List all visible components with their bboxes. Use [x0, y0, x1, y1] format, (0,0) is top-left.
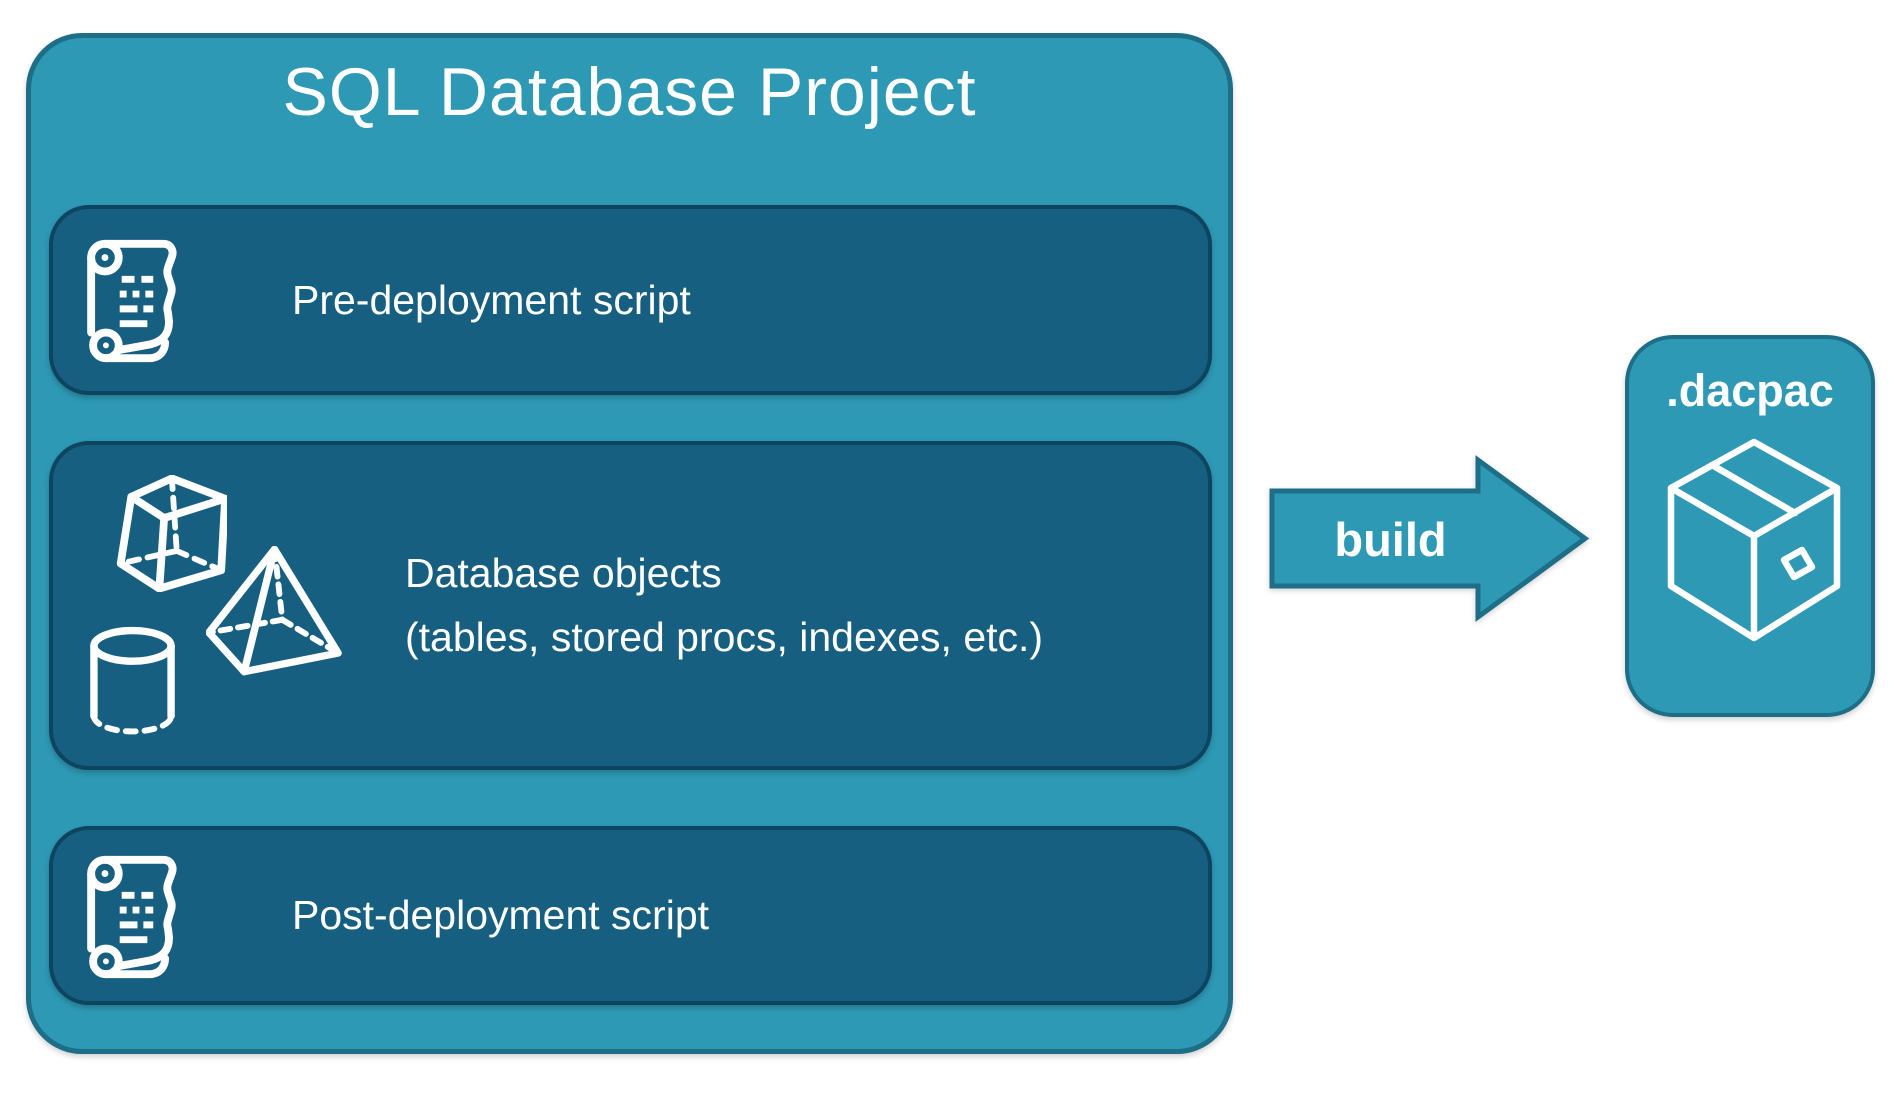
post-deployment-box: Post-deployment script: [49, 826, 1212, 1005]
build-arrow-label: build: [1334, 512, 1447, 566]
cylinder-icon: [87, 625, 178, 736]
database-objects-box: Database objects (tables, stored procs, …: [49, 441, 1212, 770]
database-objects-label: Database objects: [405, 549, 722, 596]
dacpac-label: .dacpac: [1666, 365, 1834, 416]
pre-deployment-label: Pre-deployment script: [292, 276, 691, 323]
build-arrow: [1269, 455, 1590, 622]
scroll-icon: [79, 846, 192, 986]
package-icon: [1664, 435, 1844, 645]
pyramid-icon: [206, 546, 343, 676]
cube-icon: [111, 475, 227, 592]
scroll-icon: [79, 230, 192, 370]
database-objects-sublabel: (tables, stored procs, indexes, etc.): [405, 613, 1044, 660]
page-title: SQL Database Project: [282, 54, 977, 130]
post-deployment-label: Post-deployment script: [292, 892, 710, 938]
pre-deployment-box: Pre-deployment script: [49, 205, 1212, 395]
dacpac-box: .dacpac: [1625, 335, 1875, 717]
